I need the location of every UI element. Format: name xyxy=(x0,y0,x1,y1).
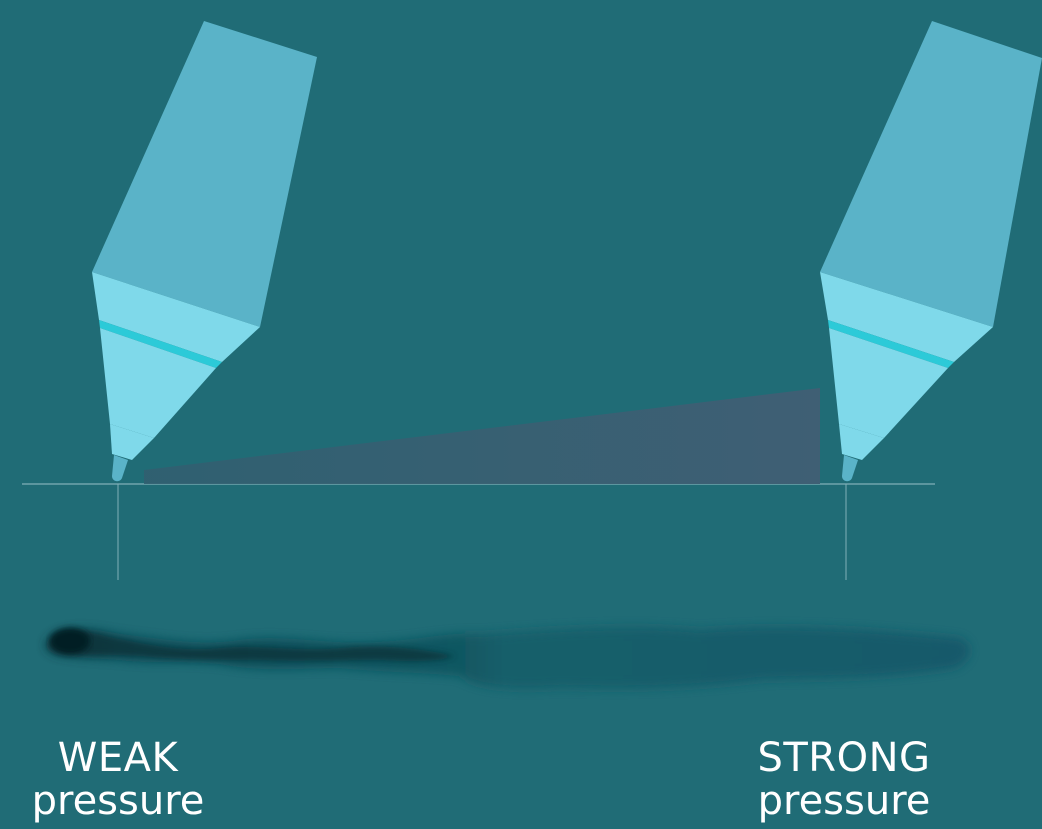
strong-label-title: STRONG xyxy=(726,738,962,778)
weak-pressure-label: WEAK pressure xyxy=(0,738,236,821)
stylus-pen-icon-strong xyxy=(820,21,1042,481)
brush-stroke xyxy=(46,627,970,689)
weak-label-title: WEAK xyxy=(0,738,236,778)
stylus-pen-icon-weak xyxy=(92,21,317,481)
strong-pressure-label: STRONG pressure xyxy=(726,738,962,821)
weak-label-subtitle: pressure xyxy=(0,781,236,821)
pressure-wedge xyxy=(144,388,820,484)
strong-label-subtitle: pressure xyxy=(726,781,962,821)
